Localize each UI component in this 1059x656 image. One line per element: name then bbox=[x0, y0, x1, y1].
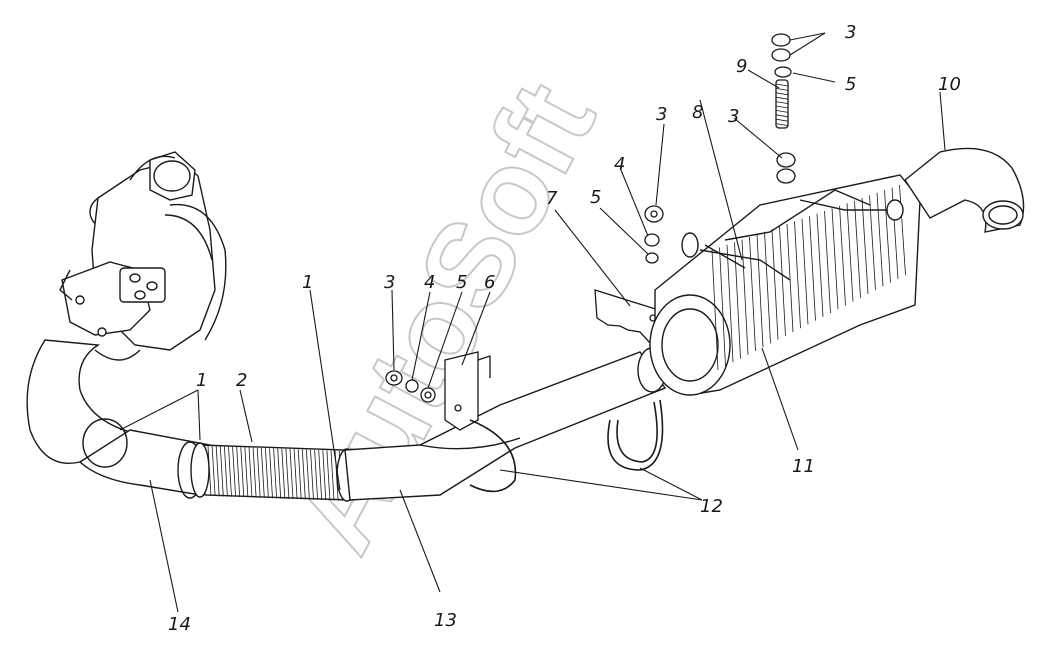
flex-rib bbox=[215, 446, 220, 497]
flex-rib bbox=[252, 447, 257, 498]
flex-rib bbox=[330, 450, 335, 501]
flex-rib bbox=[301, 449, 306, 500]
turbocharger bbox=[59, 151, 227, 361]
callout-3-top: 3 bbox=[845, 22, 856, 43]
muffler-stripe bbox=[741, 239, 749, 355]
stud-thread bbox=[775, 114, 789, 118]
u-bolt-clamps bbox=[469, 399, 664, 493]
stud-thread bbox=[775, 118, 789, 122]
muffler-stripe bbox=[734, 242, 741, 359]
muffler-stripe bbox=[876, 192, 884, 287]
callout-4-left: 4 bbox=[424, 272, 435, 293]
muffler-stripe bbox=[899, 184, 906, 276]
stud-thread bbox=[775, 88, 789, 91]
muffler-stripe bbox=[839, 205, 846, 306]
flex-rib bbox=[281, 448, 286, 499]
muffler-stripe bbox=[861, 197, 869, 295]
callout-3-right: 3 bbox=[728, 106, 739, 127]
flex-hose bbox=[190, 442, 358, 502]
flex-rib bbox=[228, 446, 232, 497]
stud-thread bbox=[775, 123, 789, 126]
bracket-6 bbox=[444, 351, 491, 431]
flex-rib bbox=[256, 447, 261, 498]
muffler-stripe bbox=[824, 210, 831, 314]
callout-1-upper: 1 bbox=[302, 272, 313, 293]
flex-rib bbox=[326, 450, 331, 501]
flex-rib bbox=[236, 447, 241, 498]
flex-rib bbox=[240, 447, 245, 498]
callout-10: 10 bbox=[938, 74, 961, 95]
stud-thread bbox=[775, 83, 789, 87]
flex-rib bbox=[265, 448, 269, 499]
flex-rib bbox=[224, 446, 228, 497]
stud-thread bbox=[775, 92, 789, 96]
leader-lines bbox=[119, 32, 946, 613]
muffler-stripe bbox=[726, 244, 734, 363]
callout-13: 13 bbox=[434, 610, 457, 631]
muffler-stripe bbox=[846, 203, 854, 302]
hardware-left bbox=[385, 370, 436, 403]
muffler-stripe bbox=[756, 234, 764, 348]
callout-14: 14 bbox=[168, 614, 191, 635]
callouts: 3 5 9 10 3 8 3 4 5 7 1 3 4 5 6 1 2 11 12… bbox=[168, 22, 961, 635]
muffler-stripe bbox=[711, 249, 719, 371]
flex-rib bbox=[244, 447, 249, 498]
muffler-stripe bbox=[719, 247, 726, 367]
callout-6: 6 bbox=[484, 272, 495, 293]
flex-rib bbox=[306, 449, 310, 500]
flex-rib bbox=[277, 448, 282, 499]
flex-rib bbox=[273, 448, 277, 499]
callout-5-left: 5 bbox=[456, 272, 467, 293]
flex-rib bbox=[314, 449, 318, 500]
muffler-stripe bbox=[869, 195, 876, 291]
callout-5-top: 5 bbox=[845, 74, 856, 95]
callout-1-left: 1 bbox=[196, 370, 207, 391]
muffler-stripe bbox=[764, 231, 771, 344]
muffler-stripe bbox=[831, 208, 839, 310]
flex-rib bbox=[293, 449, 298, 500]
callout-3-left: 3 bbox=[384, 272, 395, 293]
muffler-stripe bbox=[786, 223, 794, 333]
flex-rib bbox=[211, 446, 216, 497]
flex-rib bbox=[322, 450, 327, 501]
muffler-stripe bbox=[771, 229, 779, 340]
stud-assembly bbox=[771, 33, 796, 184]
tailpipe bbox=[904, 147, 1025, 233]
muffler-stripe bbox=[884, 190, 891, 283]
flex-rib bbox=[260, 447, 265, 498]
callout-2: 2 bbox=[236, 370, 247, 391]
muffler-stripe bbox=[854, 200, 861, 298]
muffler-stripe bbox=[809, 216, 816, 321]
muffler-stripe bbox=[794, 221, 801, 329]
callout-7: 7 bbox=[546, 188, 558, 209]
muffler bbox=[649, 174, 921, 396]
flex-rib bbox=[289, 448, 294, 500]
stud-thread bbox=[775, 110, 789, 113]
stud-thread bbox=[775, 101, 789, 104]
flex-rib bbox=[285, 448, 290, 499]
callout-12: 12 bbox=[700, 496, 723, 517]
flex-rib bbox=[269, 448, 273, 499]
muffler-stripe bbox=[749, 236, 756, 352]
hardware-mid bbox=[644, 205, 664, 264]
flex-rib bbox=[310, 449, 314, 500]
flex-rib bbox=[297, 449, 302, 500]
callout-11: 11 bbox=[792, 456, 815, 477]
stud-thread bbox=[775, 105, 789, 109]
front-pipe bbox=[26, 339, 211, 499]
muffler-stripe bbox=[801, 218, 809, 325]
flex-rib bbox=[232, 446, 236, 497]
flex-rib bbox=[318, 450, 323, 501]
callout-4-mid: 4 bbox=[614, 154, 625, 175]
callout-5-mid: 5 bbox=[590, 187, 601, 208]
callout-8: 8 bbox=[692, 102, 703, 123]
flex-rib bbox=[248, 447, 253, 498]
callout-3-mid: 3 bbox=[656, 104, 667, 125]
muffler-stripe bbox=[779, 226, 786, 336]
flex-rib bbox=[219, 446, 224, 497]
stud-thread bbox=[775, 96, 789, 100]
callout-9: 9 bbox=[736, 56, 747, 77]
muffler-stripe bbox=[816, 213, 824, 317]
